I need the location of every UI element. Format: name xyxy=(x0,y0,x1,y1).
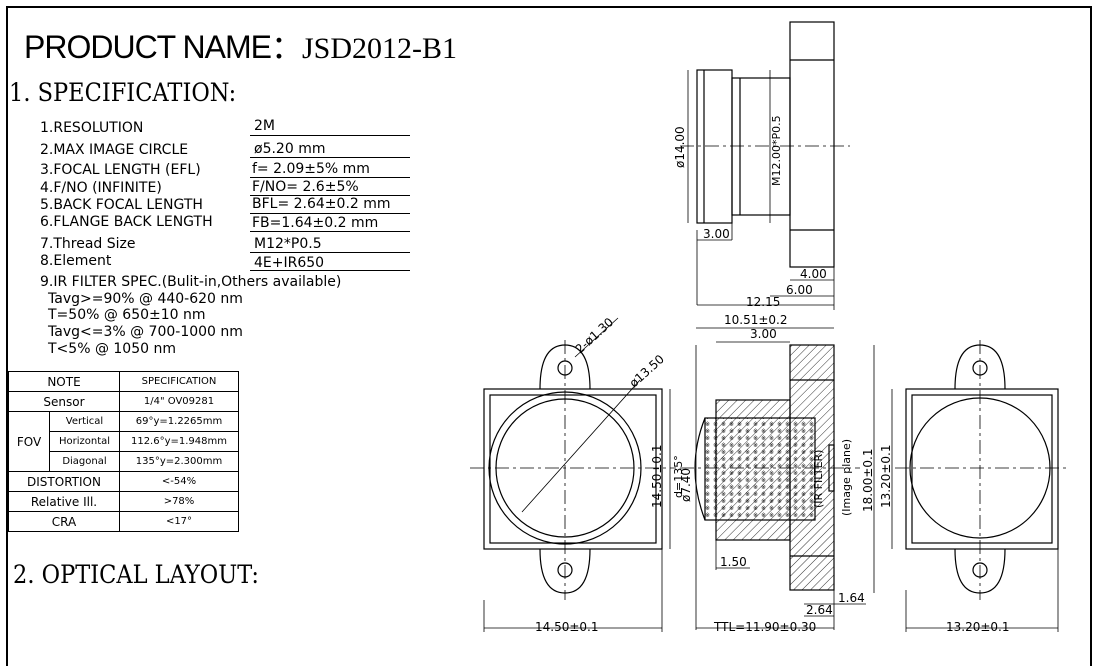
spec-label: 4.F/NO (INFINITE) xyxy=(40,180,162,196)
spec-value: M12*P0.5 xyxy=(254,236,322,252)
spec-table: NOTE SPECIFICATION Sensor 1/4" OV09281 F… xyxy=(8,371,239,532)
product-name: JSD2012-B1 xyxy=(302,32,458,65)
dim-label: ø7.40 xyxy=(679,468,693,502)
spec-value: 4E+IR650 xyxy=(254,255,325,271)
dim-label: 3.00 xyxy=(750,327,777,341)
dim-label: 1.64 xyxy=(838,591,865,605)
dim-label: 13.20±0.1 xyxy=(946,620,1010,634)
spec-value: ø5.20 mm xyxy=(254,141,326,157)
dim-label: TTL=11.90±0.30 xyxy=(713,620,816,634)
dim-label: 12.15 xyxy=(746,295,780,309)
dim-label: d=135° xyxy=(672,455,685,498)
dim-label: 4.00 xyxy=(800,267,827,281)
table-row: Relative Ill. >78% xyxy=(8,491,239,512)
spec-label: 2.MAX IMAGE CIRCLE xyxy=(40,142,189,158)
dim-label: ø13.50 xyxy=(627,352,667,390)
ir-filter-line: Tavg<=3% @ 700-1000 nm xyxy=(48,324,243,340)
cross-section-labels: 10.51±0.2 3.00 ø7.40 d=135° (IR FILTER) … xyxy=(672,313,865,634)
dim-label: M12.00*P0.5 xyxy=(770,115,783,186)
table-row: Diagonal 135°y=2.300mm xyxy=(9,451,239,472)
spec-value: f= 2.09±5% mm xyxy=(252,161,370,177)
spec-label: 1.RESOLUTION xyxy=(40,120,144,136)
spec-value: BFL= 2.64±0.2 mm xyxy=(252,196,391,212)
title-label: PRODUCT NAME： xyxy=(24,29,303,65)
dim-label: 18.00±0.1 xyxy=(861,449,875,513)
dim-label: (IR FILTER) xyxy=(812,450,825,508)
dim-label: 2.64 xyxy=(806,603,833,617)
technical-drawing: ※ ø14.00 M12.00*P0.5 3.00 4.00 6.00 12.1… xyxy=(470,21,1070,635)
rear-view-right-labels: 18.00±0.1 13.20±0.1 13.20±0.1 xyxy=(861,445,1010,635)
section-specification: 1. SPECIFICATION: xyxy=(9,78,237,107)
dim-label: 13.20±0.1 xyxy=(879,445,893,509)
ir-filter-title: 9.IR FILTER SPEC.(Bulit-in,Others availa… xyxy=(40,274,342,290)
side-view-top-labels: ø14.00 M12.00*P0.5 3.00 4.00 6.00 12.15 xyxy=(673,115,827,309)
dim-label: ø14.00 xyxy=(673,126,687,168)
dim-label: 3.00 xyxy=(703,227,730,241)
ir-filter-line: Tavg>=90% @ 440-620 nm xyxy=(48,291,243,307)
dim-label: 14.50±0.1 xyxy=(650,445,664,509)
spec-label: 6.FLANGE BACK LENGTH xyxy=(40,214,213,230)
front-view-left-labels: 2-ø1.30 ø13.50 14.50±0.1 14.50±0.1 xyxy=(535,315,667,634)
front-view-left xyxy=(470,317,676,632)
ir-filter-line: T<5% @ 1050 nm xyxy=(48,341,176,357)
ir-filter-line: T=50% @ 650±10 nm xyxy=(48,307,206,323)
spec-label: 3.FOCAL LENGTH (EFL) xyxy=(40,162,201,178)
dim-label: 2-ø1.30 xyxy=(573,315,617,356)
section-optical-layout: 2. OPTICAL LAYOUT: xyxy=(13,560,259,589)
spec-label: 7.Thread Size xyxy=(40,236,136,252)
spec-value: F/NO= 2.6±5% xyxy=(252,179,359,195)
cross-section xyxy=(680,327,866,630)
dim-label: (Image plane) xyxy=(840,439,853,516)
page-title: PRODUCT NAME：JSD2012-B1 xyxy=(24,22,457,68)
table-header: NOTE xyxy=(8,371,120,392)
rear-view-right xyxy=(873,340,1070,632)
spec-label: 8.Element xyxy=(40,253,112,269)
spec-label: 5.BACK FOCAL LENGTH xyxy=(40,197,203,213)
dim-label: 14.50±0.1 xyxy=(535,620,599,634)
table-row: CRA <17° xyxy=(8,511,239,532)
spec-value: 2M xyxy=(254,118,275,134)
drawing-frame xyxy=(6,6,1092,666)
dim-label: 10.51±0.2 xyxy=(724,313,788,327)
dim-label: 1.50 xyxy=(720,555,747,569)
side-view-top xyxy=(680,21,850,310)
dim-label: 6.00 xyxy=(786,283,813,297)
spec-value: FB=1.64±0.2 mm xyxy=(252,215,379,231)
